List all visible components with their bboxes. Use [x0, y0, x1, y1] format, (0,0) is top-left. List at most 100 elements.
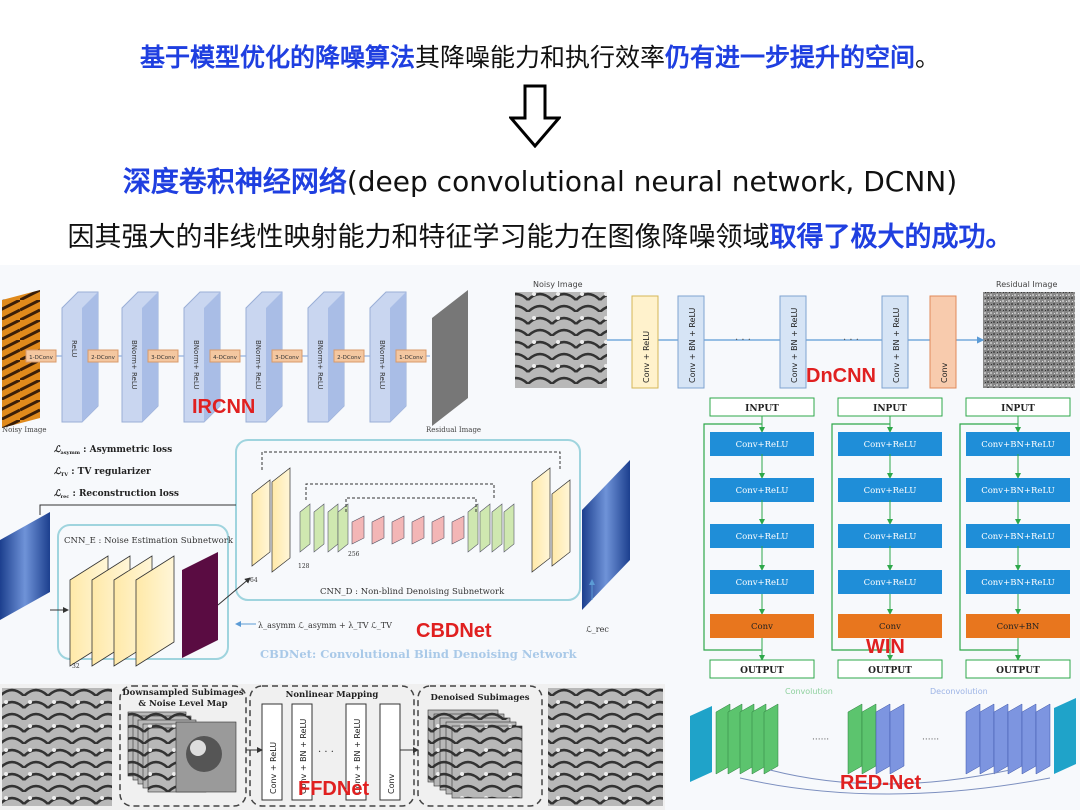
rednet-output-image — [1054, 698, 1076, 774]
win-label: WIN — [866, 636, 905, 658]
cbdnet-unet-layer — [271, 467, 291, 573]
win-conv-label: Conv+BN+ReLU — [981, 440, 1055, 450]
heading-line-2: 深度卷积神经网络(deep convolutional neural netwo… — [0, 160, 1080, 200]
dncnn-ellipsis-1: · · · — [735, 335, 751, 346]
heading-2-emphasis: 深度卷积神经网络 — [122, 165, 347, 198]
rednet-deconv-layer — [889, 703, 905, 775]
ffdnet-block — [379, 703, 401, 801]
win-conv-label: Conv+ReLU — [864, 532, 917, 542]
cbdnet-unet-layer — [551, 479, 571, 567]
rednet-conv-layer — [861, 703, 877, 775]
cbdnet-rec-loss: ℒ_rec — [586, 625, 609, 634]
cbdnet-unet-layer — [431, 515, 445, 545]
cbdnet-channel-label: 128 — [298, 563, 310, 570]
heading-3-text: 因其强大的非线性映射能力和特征学习能力在图像降噪领域 — [67, 222, 770, 253]
win-input-label: INPUT — [745, 404, 779, 414]
win-final-label: Conv — [751, 622, 773, 632]
ircnn-input-caption: Noisy Image — [2, 426, 47, 434]
cbdnet-unet-layer — [451, 515, 465, 545]
ircnn-residual-image — [432, 290, 468, 426]
ircnn-conv-box — [209, 349, 241, 363]
cbdnet-est-layer — [135, 555, 175, 667]
cbdnet-loss-item: ℒTV : TV regularizer — [54, 467, 151, 478]
win-conv-label: Conv+ReLU — [736, 578, 789, 588]
win-output-box — [709, 659, 815, 679]
heading-3-emphasis: 取得了极大的成功。 — [769, 222, 1013, 253]
cbdnet-channel-label: 32 — [72, 663, 80, 670]
dncnn-block-label: Conv + ReLU — [642, 331, 651, 383]
dncnn-block-label: Conv + BN + ReLU — [688, 307, 697, 383]
win-output-box — [965, 659, 1071, 679]
noise-level-map — [182, 552, 218, 658]
rednet-encoder-label: Convolution — [785, 687, 833, 696]
win-conv-label: Conv+ReLU — [736, 440, 789, 450]
rednet-input-image — [690, 706, 712, 782]
rednet-deconv-layer — [1007, 703, 1023, 775]
cbdnet-unet-layer — [337, 503, 349, 553]
ffdnet-stage-2-box — [249, 685, 415, 807]
ircnn-conv-label: 1-DConv — [29, 355, 53, 361]
ffdnet-block — [345, 703, 367, 801]
win-input-label: INPUT — [1001, 404, 1035, 414]
win-input-label: INPUT — [873, 404, 907, 414]
cbdnet-unet-layer — [411, 515, 425, 545]
cbdnet-loss-item: ℒrec : Reconstruction loss — [54, 489, 179, 500]
dncnn-block-label: Conv — [940, 362, 949, 383]
dncnn-input-caption: Noisy Image — [533, 280, 583, 289]
ffdnet-denoised-subimage — [451, 725, 523, 799]
win-conv-block — [710, 478, 814, 502]
ircnn-label: IRCNN — [192, 396, 256, 418]
win-conv-label: Conv+ReLU — [864, 578, 917, 588]
rednet-decoder-label: Deconvolution — [930, 687, 988, 696]
ircnn-conv-label: 2-DConv — [91, 355, 115, 361]
rednet-diagram: Convolution Deconvolution ············ — [690, 687, 1076, 795]
win-conv-block — [838, 478, 942, 502]
rednet-label: RED-Net — [840, 772, 922, 794]
cbdnet-output-image — [582, 460, 630, 610]
dncnn-block — [779, 295, 807, 389]
denoising-subnet-label: CNN_D : Non-blind Denoising Subnetwork — [320, 587, 505, 597]
ffdnet-block-label: Conv — [387, 773, 396, 794]
win-conv-label: Conv+ReLU — [736, 486, 789, 496]
win-final-label: Conv — [879, 622, 901, 632]
ffdnet-block-label: Conv + ReLU — [269, 742, 278, 794]
rednet-deconv-layer — [1021, 703, 1037, 775]
win-final-block — [838, 614, 942, 638]
ircnn-conv-box — [87, 349, 119, 363]
win-conv-block — [838, 570, 942, 594]
ircnn-block-label: BNorm+ ReLU — [254, 340, 262, 390]
ffdnet-output-image — [548, 688, 663, 806]
ircnn-output-caption: Residual Image — [426, 426, 481, 434]
win-conv-block — [966, 570, 1070, 594]
ffdnet-ellipsis: · · · — [318, 747, 334, 758]
ffdnet-stage-1-label: Downsampled Subimages& Noise Level Map — [122, 688, 244, 709]
win-conv-label: Conv+ReLU — [864, 486, 917, 496]
dncnn-block — [631, 295, 659, 389]
ircnn-block-label: BNorm+ ReLU — [316, 340, 324, 390]
denoising-subnet-box — [235, 439, 581, 601]
win-conv-block — [710, 432, 814, 456]
down-arrow-icon — [509, 84, 561, 148]
dncnn-label: DnCNN — [806, 365, 876, 387]
ffdnet-stage-3-label: Denoised Subimages — [430, 693, 529, 703]
ffdnet-diagram: Downsampled Subimages& Noise Level Map N… — [0, 684, 665, 810]
ffdnet-stage-1-box — [119, 685, 247, 807]
win-conv-block — [966, 524, 1070, 548]
dncnn-noisy-image — [515, 292, 607, 388]
rednet-deconv-layer — [993, 703, 1009, 775]
ircnn-conv-label: 3-DConv — [151, 355, 175, 361]
win-conv-label: Conv+BN+ReLU — [981, 578, 1055, 588]
dncnn-block — [881, 295, 909, 389]
heading-line-1: 基于模型优化的降噪算法其降噪能力和执行效率仍有进一步提升的空间。 — [0, 38, 1080, 74]
cbdnet-input-image — [0, 512, 50, 620]
rednet-deconv-layer — [965, 703, 981, 775]
rednet-ellipsis: ······ — [812, 735, 829, 745]
ircnn-conv-label: 1-DConv — [399, 355, 423, 361]
cbdnet-unet-layer — [351, 515, 365, 545]
win-conv-label: Conv+ReLU — [736, 532, 789, 542]
cbdnet-unet-layer — [531, 467, 551, 573]
cbdnet-loss-item: ℒasymm : Asymmetric loss — [54, 445, 172, 456]
cbdnet-unet-layer — [467, 503, 479, 553]
ircnn-conv-label: 3-DConv — [275, 355, 299, 361]
